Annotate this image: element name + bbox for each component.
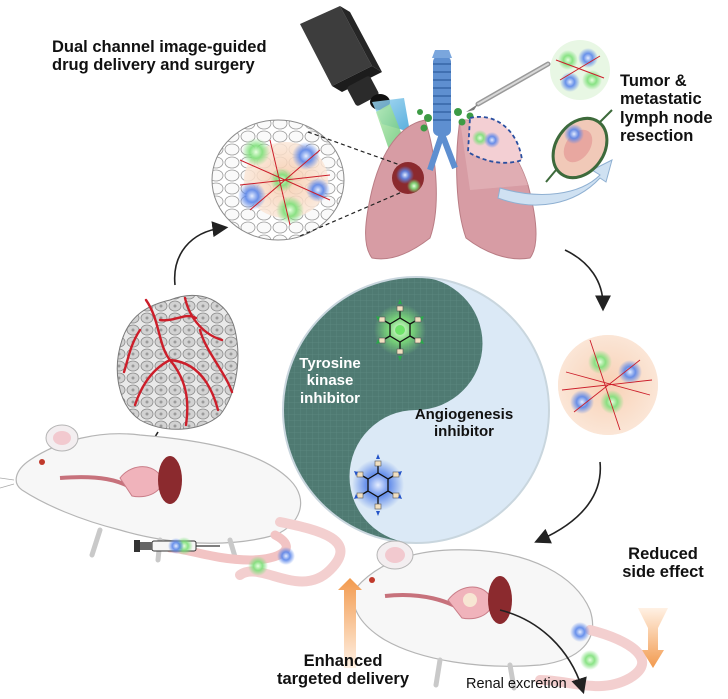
resection-label: Tumor & metastatic lymph node resection: [620, 72, 728, 146]
cycle-arrows: [173, 221, 611, 544]
resected-tumor-icon: [550, 40, 610, 100]
tki-label: Tyrosine kinase inhibitor: [282, 355, 378, 407]
yin-yang: [282, 276, 550, 544]
enhanced-line1: Enhanced: [303, 652, 383, 670]
angio-line1: Angiogenesis: [414, 406, 514, 423]
syringe-icon: [134, 537, 220, 555]
angio-molecule-icon: [352, 454, 404, 516]
enhanced-up-arrow: [338, 578, 362, 668]
reduced-down-arrow: [638, 608, 668, 668]
enhanced-label: Enhanced targeted delivery: [258, 652, 428, 689]
np-left-2: [277, 547, 295, 565]
arrow-to-top: [173, 221, 229, 286]
arrow-to-right: [564, 249, 611, 312]
angio-line2: inhibitor: [434, 423, 494, 441]
np-right-1: [570, 622, 590, 642]
scalpel-icon: [466, 61, 551, 112]
resection-line1: Tumor &: [620, 72, 687, 90]
np-left-1: [248, 556, 268, 576]
renal-label: Renal excretion: [466, 676, 567, 692]
imaging-label: Dual channel image-guided drug delivery …: [52, 38, 292, 75]
zoom-tumor-icon: [211, 119, 403, 241]
vascular-tumor-icon: [116, 295, 239, 484]
reduced-label: Reduced side effect: [608, 545, 718, 582]
resection-line4: resection: [620, 127, 694, 146]
imaging-label-line2: drug delivery and surgery: [52, 56, 255, 75]
camera-icon: [300, 6, 390, 110]
np-right-2: [580, 650, 600, 670]
mouse-right-icon: [352, 540, 648, 695]
reduced-line2: side effect: [622, 563, 704, 582]
enhanced-line2: targeted delivery: [276, 670, 410, 689]
right-tumor-icon: [558, 335, 658, 435]
resection-line3: lymph node: [620, 108, 713, 127]
imaging-label-line1: Dual channel image-guided: [52, 38, 267, 56]
tki-molecule-icon: [374, 299, 426, 361]
tki-line3: inhibitor: [300, 389, 360, 407]
reduced-line1: Reduced: [628, 545, 698, 563]
resection-line2: metastatic: [620, 90, 702, 109]
lymph-node-icon: [545, 109, 613, 183]
arrow-to-bottom: [534, 461, 602, 544]
resection-arrow: [497, 159, 613, 206]
angio-label: Angiogenesis inhibitor: [400, 406, 528, 441]
lungs-icon: [365, 50, 537, 260]
tki-line1: Tyrosine: [299, 355, 361, 372]
tki-line2: kinase: [306, 372, 354, 390]
